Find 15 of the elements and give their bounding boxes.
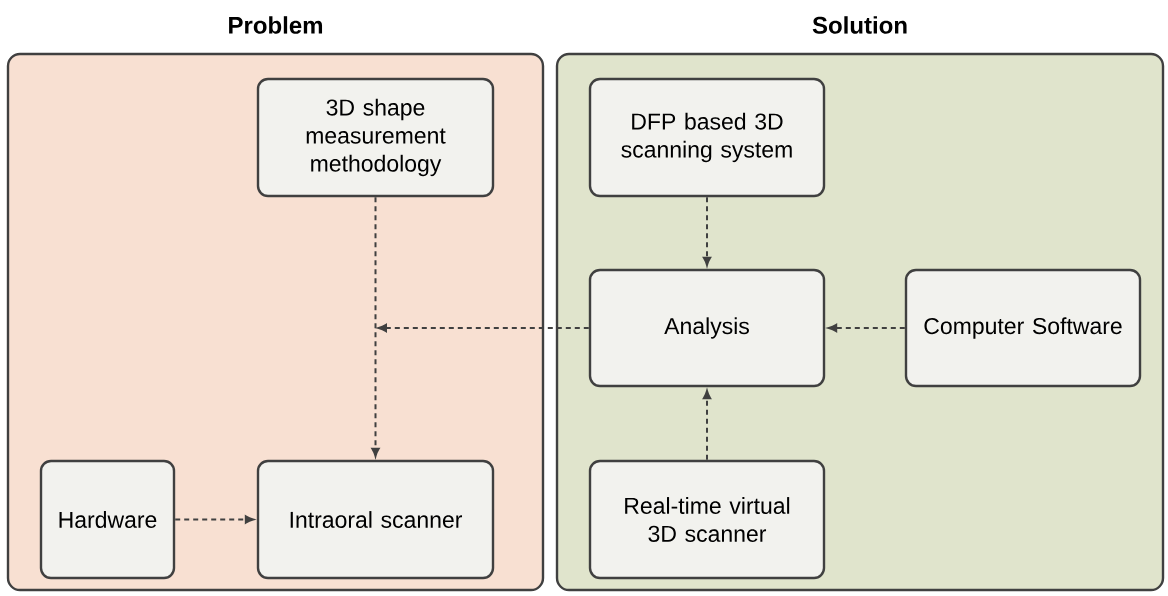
node-label: Problem — [229, 16, 323, 34]
arrow — [827, 323, 906, 333]
process-box: Hardware — [39, 459, 176, 580]
arrow — [174, 515, 255, 524]
process-box: Intraoral scanner — [256, 459, 495, 580]
node-label: Solution — [812, 16, 907, 34]
process-box: Real-time virtual 3D scanner — [588, 459, 826, 580]
process-box: DFP based 3D scanning system — [588, 77, 826, 198]
process-box: Analysis — [588, 268, 826, 388]
arrow — [377, 323, 590, 333]
arrow — [702, 196, 712, 267]
process-box: 3D shape measurement methodology — [256, 77, 495, 198]
arrow — [702, 389, 712, 461]
arrow — [371, 196, 380, 458]
process-box: Computer Software — [904, 268, 1142, 388]
